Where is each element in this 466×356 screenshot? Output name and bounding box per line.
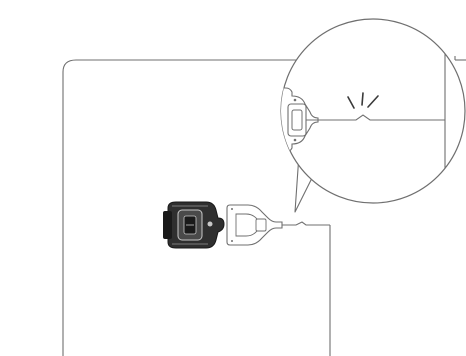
magnified-callout [280,18,466,204]
boundary-wire-to-station [282,221,330,226]
robotic-mower [163,201,225,249]
lawn-boundary [62,59,296,356]
docking-station [226,204,283,246]
connection-spark-icon [347,92,379,109]
magnified-wire-junction [318,114,445,121]
